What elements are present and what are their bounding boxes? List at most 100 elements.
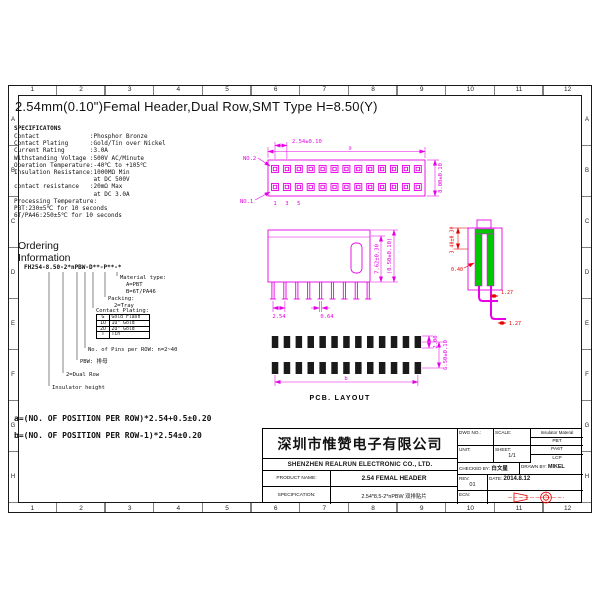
pcb-layout: 2.00 6.50±0.10 b PCB. LAYOUT bbox=[271, 335, 449, 402]
zone-label: B bbox=[584, 168, 589, 174]
zone-label: H bbox=[10, 474, 16, 480]
zone-label: 8 bbox=[371, 504, 375, 512]
dim-pin-width-label: 0.64 bbox=[320, 314, 334, 320]
rev-value: 01 bbox=[469, 482, 476, 488]
plating-desc: Gold Flash bbox=[111, 315, 141, 320]
zone-label: 9 bbox=[419, 504, 424, 512]
company-name-cn: 深圳市惟赞电子有限公司 bbox=[277, 436, 443, 453]
plating-desc: 2u" Gold bbox=[111, 326, 135, 332]
insulator-material-row: LCP bbox=[552, 455, 562, 461]
pin-number: 3 bbox=[285, 201, 288, 207]
zone-label: 11 bbox=[515, 86, 523, 93]
zone-label: 2 bbox=[79, 86, 83, 93]
plating-code: 1U bbox=[97, 320, 110, 326]
specifications-heading: SPECIFICATONS bbox=[14, 125, 61, 132]
ordering-row-label: 2=Dual Row bbox=[66, 372, 100, 378]
zone-label: 3 bbox=[127, 504, 132, 512]
pin1-label: NO.1 bbox=[240, 199, 253, 205]
zone-label: 9 bbox=[419, 86, 424, 93]
zone-label: 12 bbox=[564, 504, 572, 512]
formula-a: a=(NO. OF POSITION PER ROW)*2.54+0.5±0.2… bbox=[14, 414, 212, 423]
zone-label: C bbox=[584, 219, 590, 225]
ordering-plating-label: Contact Plating: bbox=[96, 307, 149, 314]
checked-by-cell: CHECKED BY: 白文星 bbox=[458, 463, 520, 475]
dim-foot-lower-label: 1.27 bbox=[509, 321, 521, 327]
spec-line: contact resistance :20mΩ Max bbox=[14, 183, 123, 191]
checked-by-value: 白文星 bbox=[491, 466, 509, 472]
ecn-label: ECN: bbox=[459, 492, 470, 497]
product-name-value-cell: 2.54 FEMAL HEADER bbox=[331, 471, 458, 487]
zone-label: 1 bbox=[30, 86, 35, 93]
specifications-block: Contact :Phosphor Bronze Contact Plating… bbox=[14, 133, 166, 219]
drawn-by-value: MIKEL bbox=[547, 464, 565, 470]
pin-number: 5 bbox=[297, 201, 300, 207]
pcb-layout-label: PCB. LAYOUT bbox=[309, 395, 370, 402]
zone-label: 3 bbox=[127, 86, 132, 93]
zone-label: 4 bbox=[176, 504, 181, 512]
dwg-no-cell: DWG NO.: bbox=[458, 429, 494, 446]
plating-code: T bbox=[97, 332, 110, 339]
scale-cell: SCALE: bbox=[494, 429, 531, 446]
zone-label: 11 bbox=[515, 504, 523, 512]
sheet-label: SHEET: bbox=[495, 447, 512, 452]
zone-label: 5 bbox=[225, 504, 229, 512]
section-view: 3.40±0.30 0.40 1.27 1.27 bbox=[450, 219, 521, 327]
spec-line: at DC 500V bbox=[14, 176, 130, 184]
dim-depth-label: 8.00±0.10 bbox=[438, 163, 444, 193]
zone-tick-strip-right bbox=[582, 95, 592, 503]
product-name-value: 2.54 FEMAL HEADER bbox=[361, 475, 427, 482]
zone-label: G bbox=[10, 423, 16, 429]
plating-row: G Gold Flash bbox=[97, 315, 149, 321]
sheet-cell: SHEET: 1/1 bbox=[494, 446, 531, 463]
spec-line: at DC 3.0A bbox=[14, 190, 130, 198]
company-name-cn-cell: 深圳市惟赞电子有限公司 bbox=[263, 429, 458, 459]
zone-label: D bbox=[584, 270, 590, 276]
dim-foot-upper-label: 1.27 bbox=[501, 290, 513, 296]
part-number: FH254-8.50-2*nPBW-D**-P**-* bbox=[24, 264, 122, 271]
spec-line: Current Rating :3.0A bbox=[14, 147, 108, 155]
spec-line: 6T/PA46:250±5℃ for 10 seconds bbox=[14, 212, 122, 220]
insulator-material-row: PBT bbox=[531, 438, 583, 446]
ordering-packing-option: 2=Tray bbox=[114, 303, 134, 309]
company-name-en: SHENZHEN REALRUN ELECTRONIC CO., LTD. bbox=[287, 461, 433, 468]
zone-label: A bbox=[10, 117, 15, 123]
rev-label: REV: bbox=[459, 476, 470, 481]
dim-pitch-label: 2.54±0.10 bbox=[292, 139, 322, 145]
zone-label: G bbox=[584, 423, 590, 429]
zone-tick-strip-bottom bbox=[8, 503, 592, 513]
plating-code-table: G Gold Flash 1U 1u" Gold 2U 2u" Gold T T… bbox=[96, 314, 150, 340]
ecn-cell: ECN: bbox=[458, 491, 488, 504]
zone-label: 8 bbox=[371, 86, 375, 93]
zone-label: A bbox=[584, 117, 589, 123]
zone-label: B bbox=[10, 168, 15, 174]
ordering-packing-label: Packing: bbox=[108, 296, 135, 302]
spec-line: Contact Plating :Gold/Tin over Nickel bbox=[14, 140, 166, 148]
zone-label: H bbox=[584, 474, 590, 480]
insulator-material-row: PA6T bbox=[531, 446, 583, 455]
pin-number: 1 bbox=[273, 201, 276, 207]
plating-row: T Tin bbox=[97, 332, 149, 339]
outer-border bbox=[8, 85, 592, 513]
plating-row: 2U 2u" Gold bbox=[97, 326, 149, 333]
top-view: 2.54±0.10 a 8.00±0.10 NO.2 NO.1 1 3 5 bbox=[240, 139, 444, 207]
pin2-label: NO.2 bbox=[243, 156, 256, 162]
dwg-no-label: DWG NO.: bbox=[459, 430, 481, 435]
product-name-label: PRODUCT NAME: bbox=[276, 476, 317, 481]
dim-b-label: b bbox=[344, 376, 347, 382]
ordering-heading-line: Information bbox=[18, 252, 71, 264]
drawn-by-cell: DRAWN BY: MIKEL bbox=[520, 463, 583, 475]
zone-label: 7 bbox=[322, 86, 327, 93]
ordering-height-label: Insulator height bbox=[52, 385, 105, 391]
date-cell: DATE: 2014.8.12 bbox=[488, 475, 583, 491]
insulator-material-header: Insulator Materal bbox=[531, 429, 583, 438]
date-value: 2014.8.12 bbox=[503, 476, 531, 482]
product-name-label-cell: PRODUCT NAME: bbox=[263, 471, 331, 487]
dim-lead-thickness-label: 0.40 bbox=[451, 267, 463, 273]
zone-label: E bbox=[10, 321, 15, 327]
scale-label: SCALE: bbox=[495, 430, 512, 435]
specification-label: SPECIFICATION: bbox=[277, 493, 316, 498]
unit-label: UNIT: bbox=[459, 447, 471, 452]
spec-line: PBT:230±5℃ for 10 seconds bbox=[14, 204, 108, 212]
